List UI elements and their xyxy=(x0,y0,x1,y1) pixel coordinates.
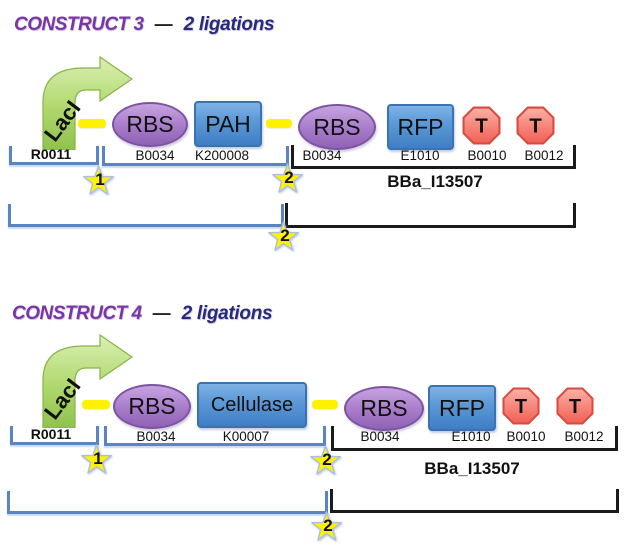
ligation-number: 2 xyxy=(322,450,331,469)
reporter-label: RFP xyxy=(439,394,485,421)
ligation-star-icon: 2 xyxy=(310,445,341,475)
ligation-star-icon: 1 xyxy=(81,444,112,474)
construct3-header: CONSTRUCT 3 — 2 ligations xyxy=(14,14,275,36)
part-id: B0012 xyxy=(524,148,564,163)
bracket-ligation-right xyxy=(285,203,576,228)
reporter-box: RFP xyxy=(428,385,496,431)
gene-box: PAH xyxy=(194,101,262,147)
bracket-ligation-right xyxy=(330,489,619,513)
bracket-composite xyxy=(291,145,576,169)
title-separator: — xyxy=(152,303,171,323)
terminator-icon: T xyxy=(502,387,540,425)
bracket-rbs-gene xyxy=(102,146,289,166)
part-id: R0011 xyxy=(30,146,72,162)
rbs-label: RBS xyxy=(128,393,176,419)
terminator-label: T xyxy=(515,396,527,418)
construct-title: CONSTRUCT 3 xyxy=(14,14,144,35)
rbs-label: RBS xyxy=(360,395,408,421)
composite-part-label: BBa_I13507 xyxy=(424,459,520,478)
title-separator: — xyxy=(154,14,173,34)
reporter-label: RFP xyxy=(397,113,444,140)
construct4-header: CONSTRUCT 4 — 2 ligations xyxy=(12,303,273,325)
part-id: B0034 xyxy=(135,148,175,163)
part-id: B0010 xyxy=(506,429,546,444)
ligation-number: 1 xyxy=(93,449,102,468)
rbs-ellipse: RBS xyxy=(298,104,376,150)
promoter-arrow-icon: LacI xyxy=(40,56,134,150)
ligation-star-icon: 2 xyxy=(311,511,342,541)
terminator-label: T xyxy=(475,115,488,138)
linker-dash-icon xyxy=(312,400,338,409)
part-id: E1010 xyxy=(400,148,440,163)
bracket-promoter xyxy=(9,146,99,165)
promoter-arrow-icon: LacI xyxy=(40,334,134,428)
ligation-number: 2 xyxy=(280,226,289,245)
part-id: E1010 xyxy=(451,429,491,444)
reporter-box: RFP xyxy=(387,104,454,150)
terminator-label: T xyxy=(529,115,542,138)
part-id: R0011 xyxy=(30,426,72,442)
linker-dash-icon xyxy=(266,119,292,128)
terminator-label: T xyxy=(569,396,581,418)
ligation-count: 2 ligations xyxy=(183,14,275,35)
part-id: B0034 xyxy=(136,429,176,444)
ligation-star-icon: 2 xyxy=(272,163,303,193)
ligation-star-icon: 2 xyxy=(268,221,299,251)
terminator-icon: T xyxy=(516,106,555,145)
linker-dash-icon xyxy=(78,119,106,128)
gene-label: Cellulase xyxy=(210,393,294,416)
ligation-star-icon: 1 xyxy=(83,165,114,195)
rbs-ellipse: RBS xyxy=(344,386,424,431)
gene-label: PAH xyxy=(205,110,251,137)
part-id: K200008 xyxy=(194,148,250,163)
bracket-ligation-left xyxy=(8,204,284,227)
ligation-number: 2 xyxy=(284,168,293,187)
part-id: K00007 xyxy=(222,429,270,444)
ligation-count: 2 ligations xyxy=(181,303,273,324)
gene-box: Cellulase xyxy=(197,382,307,428)
bracket-rbs-gene xyxy=(104,426,326,446)
bracket-composite xyxy=(331,426,618,451)
bracket-ligation-left xyxy=(7,491,328,514)
rbs-ellipse: RBS xyxy=(112,102,188,147)
part-id: B0034 xyxy=(360,429,400,444)
bracket-promoter xyxy=(10,426,99,445)
part-id: B0012 xyxy=(564,429,604,444)
part-id: B0010 xyxy=(467,148,507,163)
ligation-number: 2 xyxy=(323,516,332,535)
linker-dash-icon xyxy=(82,400,110,409)
ligation-number: 1 xyxy=(95,170,104,189)
rbs-ellipse: RBS xyxy=(113,384,191,429)
terminator-icon: T xyxy=(462,106,501,145)
rbs-label: RBS xyxy=(313,113,361,140)
part-id: B0034 xyxy=(302,148,342,163)
composite-part-label: BBa_I13507 xyxy=(387,172,483,191)
terminator-icon: T xyxy=(556,387,594,425)
rbs-label: RBS xyxy=(126,111,174,137)
construct-title: CONSTRUCT 4 xyxy=(12,303,142,324)
